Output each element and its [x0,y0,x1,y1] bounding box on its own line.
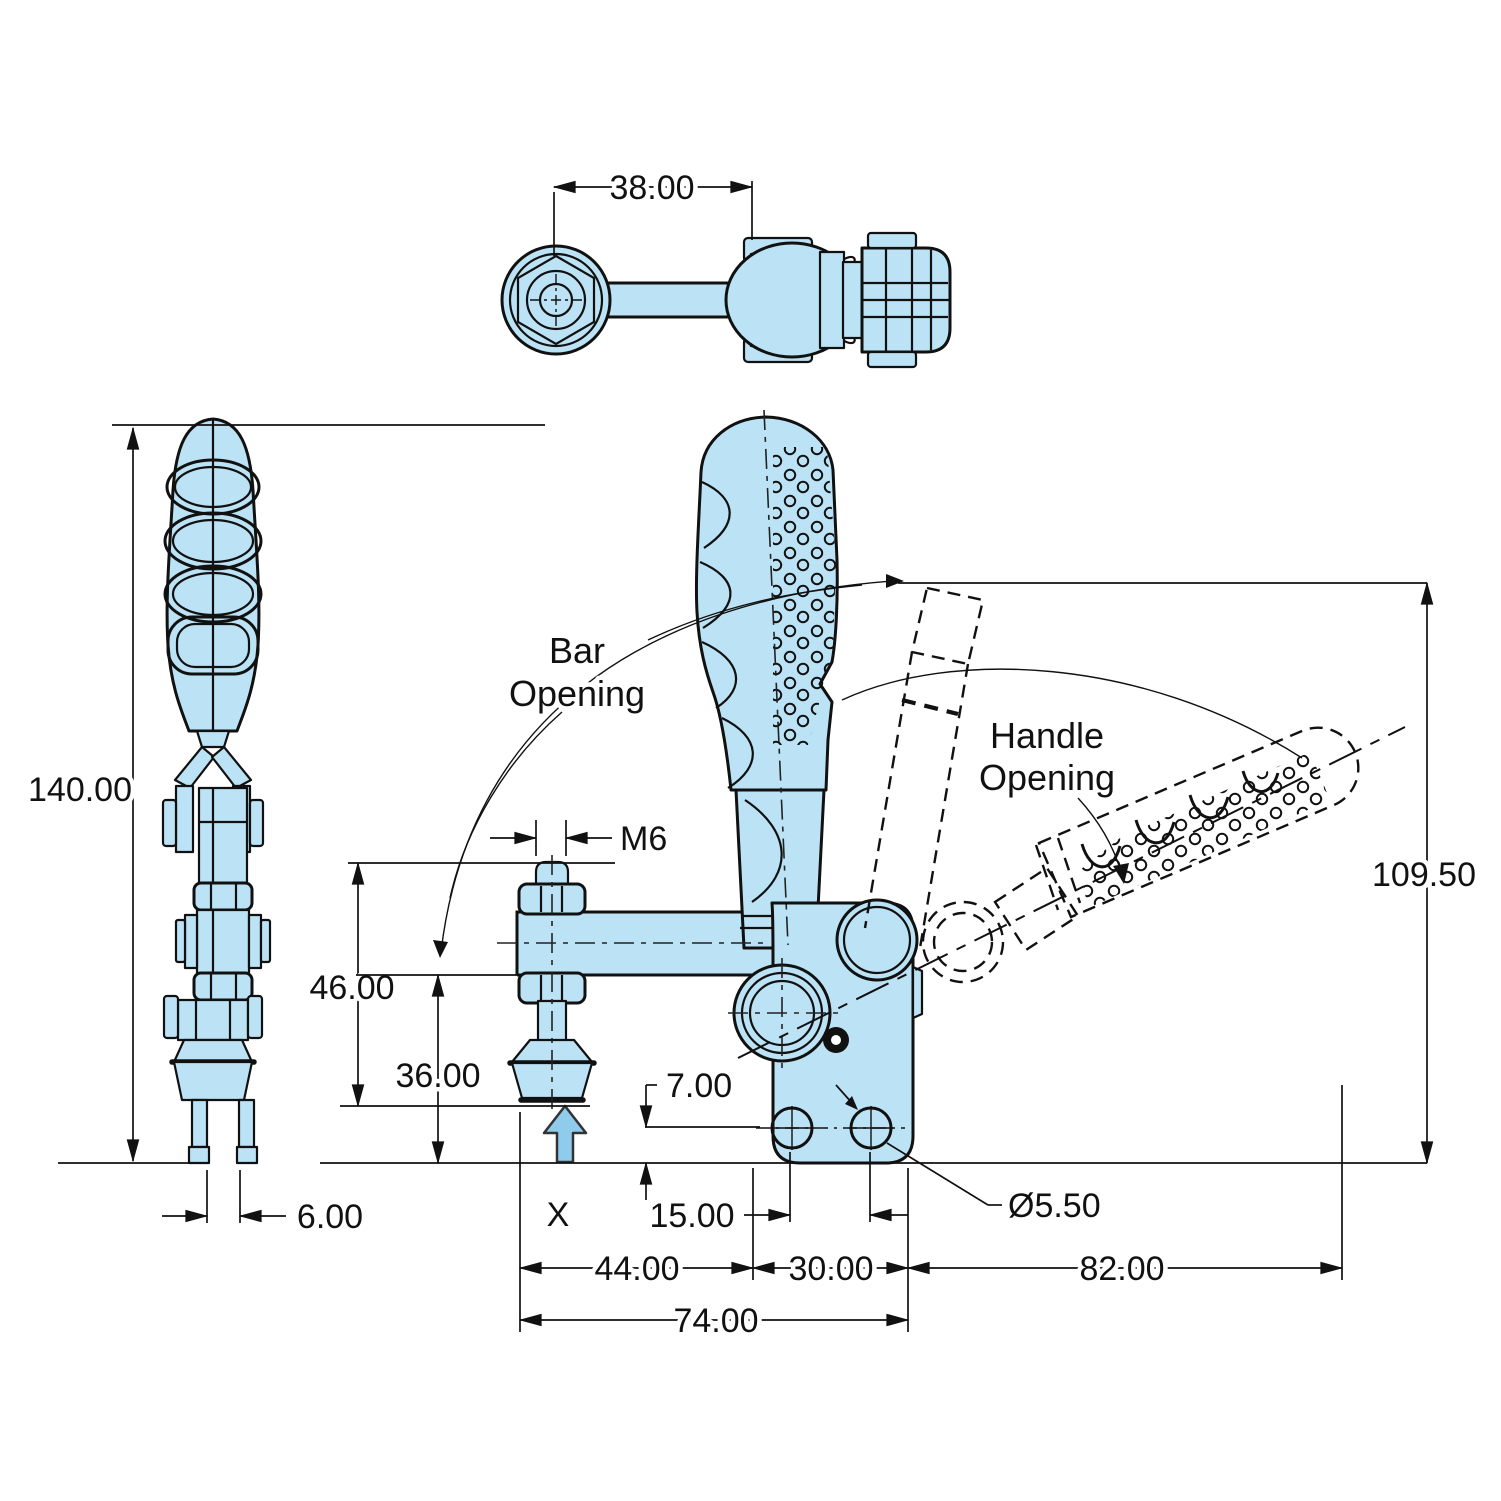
dim-140: 140.00 [24,424,545,1163]
front-view: X M6 46.00 [58,409,1481,1345]
bar-opening-label-line2: Opening [509,673,645,714]
bar-opening-label-line1: Bar [549,630,605,671]
dim-6: 6.00 [162,1170,368,1241]
dim-109-label: 109.50 [1372,856,1476,894]
front-mount-holes [756,1106,905,1150]
dim-44: 44.00 [518,1246,755,1293]
top-view: 38.00 [500,165,952,369]
dim-109: 109.50 [1368,581,1481,1165]
dim-30: 30.00 [751,1246,910,1293]
dim-38-label: 38.00 [609,169,694,207]
top-view-grip [818,231,952,369]
handle-opening-label-line2: Opening [979,757,1115,798]
dim-6-label: 6.00 [297,1198,363,1236]
dim-82-label: 82.00 [1079,1250,1164,1288]
front-spindle [497,855,770,1114]
side-view-fork [173,729,253,790]
front-handle-grip [694,409,839,946]
dim-hole-dia: Ø5.50 [835,1084,1105,1230]
open-position-dashed [737,586,1406,1059]
open-grip-dot-texture [1080,752,1330,908]
dim-m6: M6 [490,816,672,863]
dim-7-label: 7.00 [666,1067,732,1105]
side-view-foot [169,1038,259,1165]
dim-7: 7.00 [639,1063,760,1200]
force-arrow: X [542,1104,588,1239]
dim-38: 38.00 [552,165,754,256]
side-view: 140.00 6.00 [24,417,545,1241]
front-body [728,898,924,1165]
dim-15: 15.00 [645,1193,908,1240]
dim-74-label: 74.00 [673,1302,758,1340]
dim-hole-dia-label: Ø5.50 [1008,1187,1101,1225]
dim-36: 36.00 [356,973,520,1165]
dim-82: 82.00 [906,1246,1344,1293]
handle-opening-label-line1: Handle [990,715,1104,756]
annotation-labels: Bar Opening Handle Opening [504,626,1119,803]
dim-30-label: 30.00 [788,1250,873,1288]
top-view-eye-end [500,244,612,356]
dim-36-label: 36.00 [395,1057,480,1095]
dim-44-label: 44.00 [594,1250,679,1288]
dim-74: 74.00 [518,1298,910,1345]
dim-15-label: 15.00 [649,1197,734,1235]
side-view-body [161,784,272,1042]
grip-dot-texture [773,447,836,745]
dim-m6-label: M6 [620,820,667,858]
dim-140-label: 140.00 [28,771,132,809]
side-view-handle [163,417,263,733]
opening-arcs [433,574,1303,958]
force-point-label: X [547,1196,570,1234]
